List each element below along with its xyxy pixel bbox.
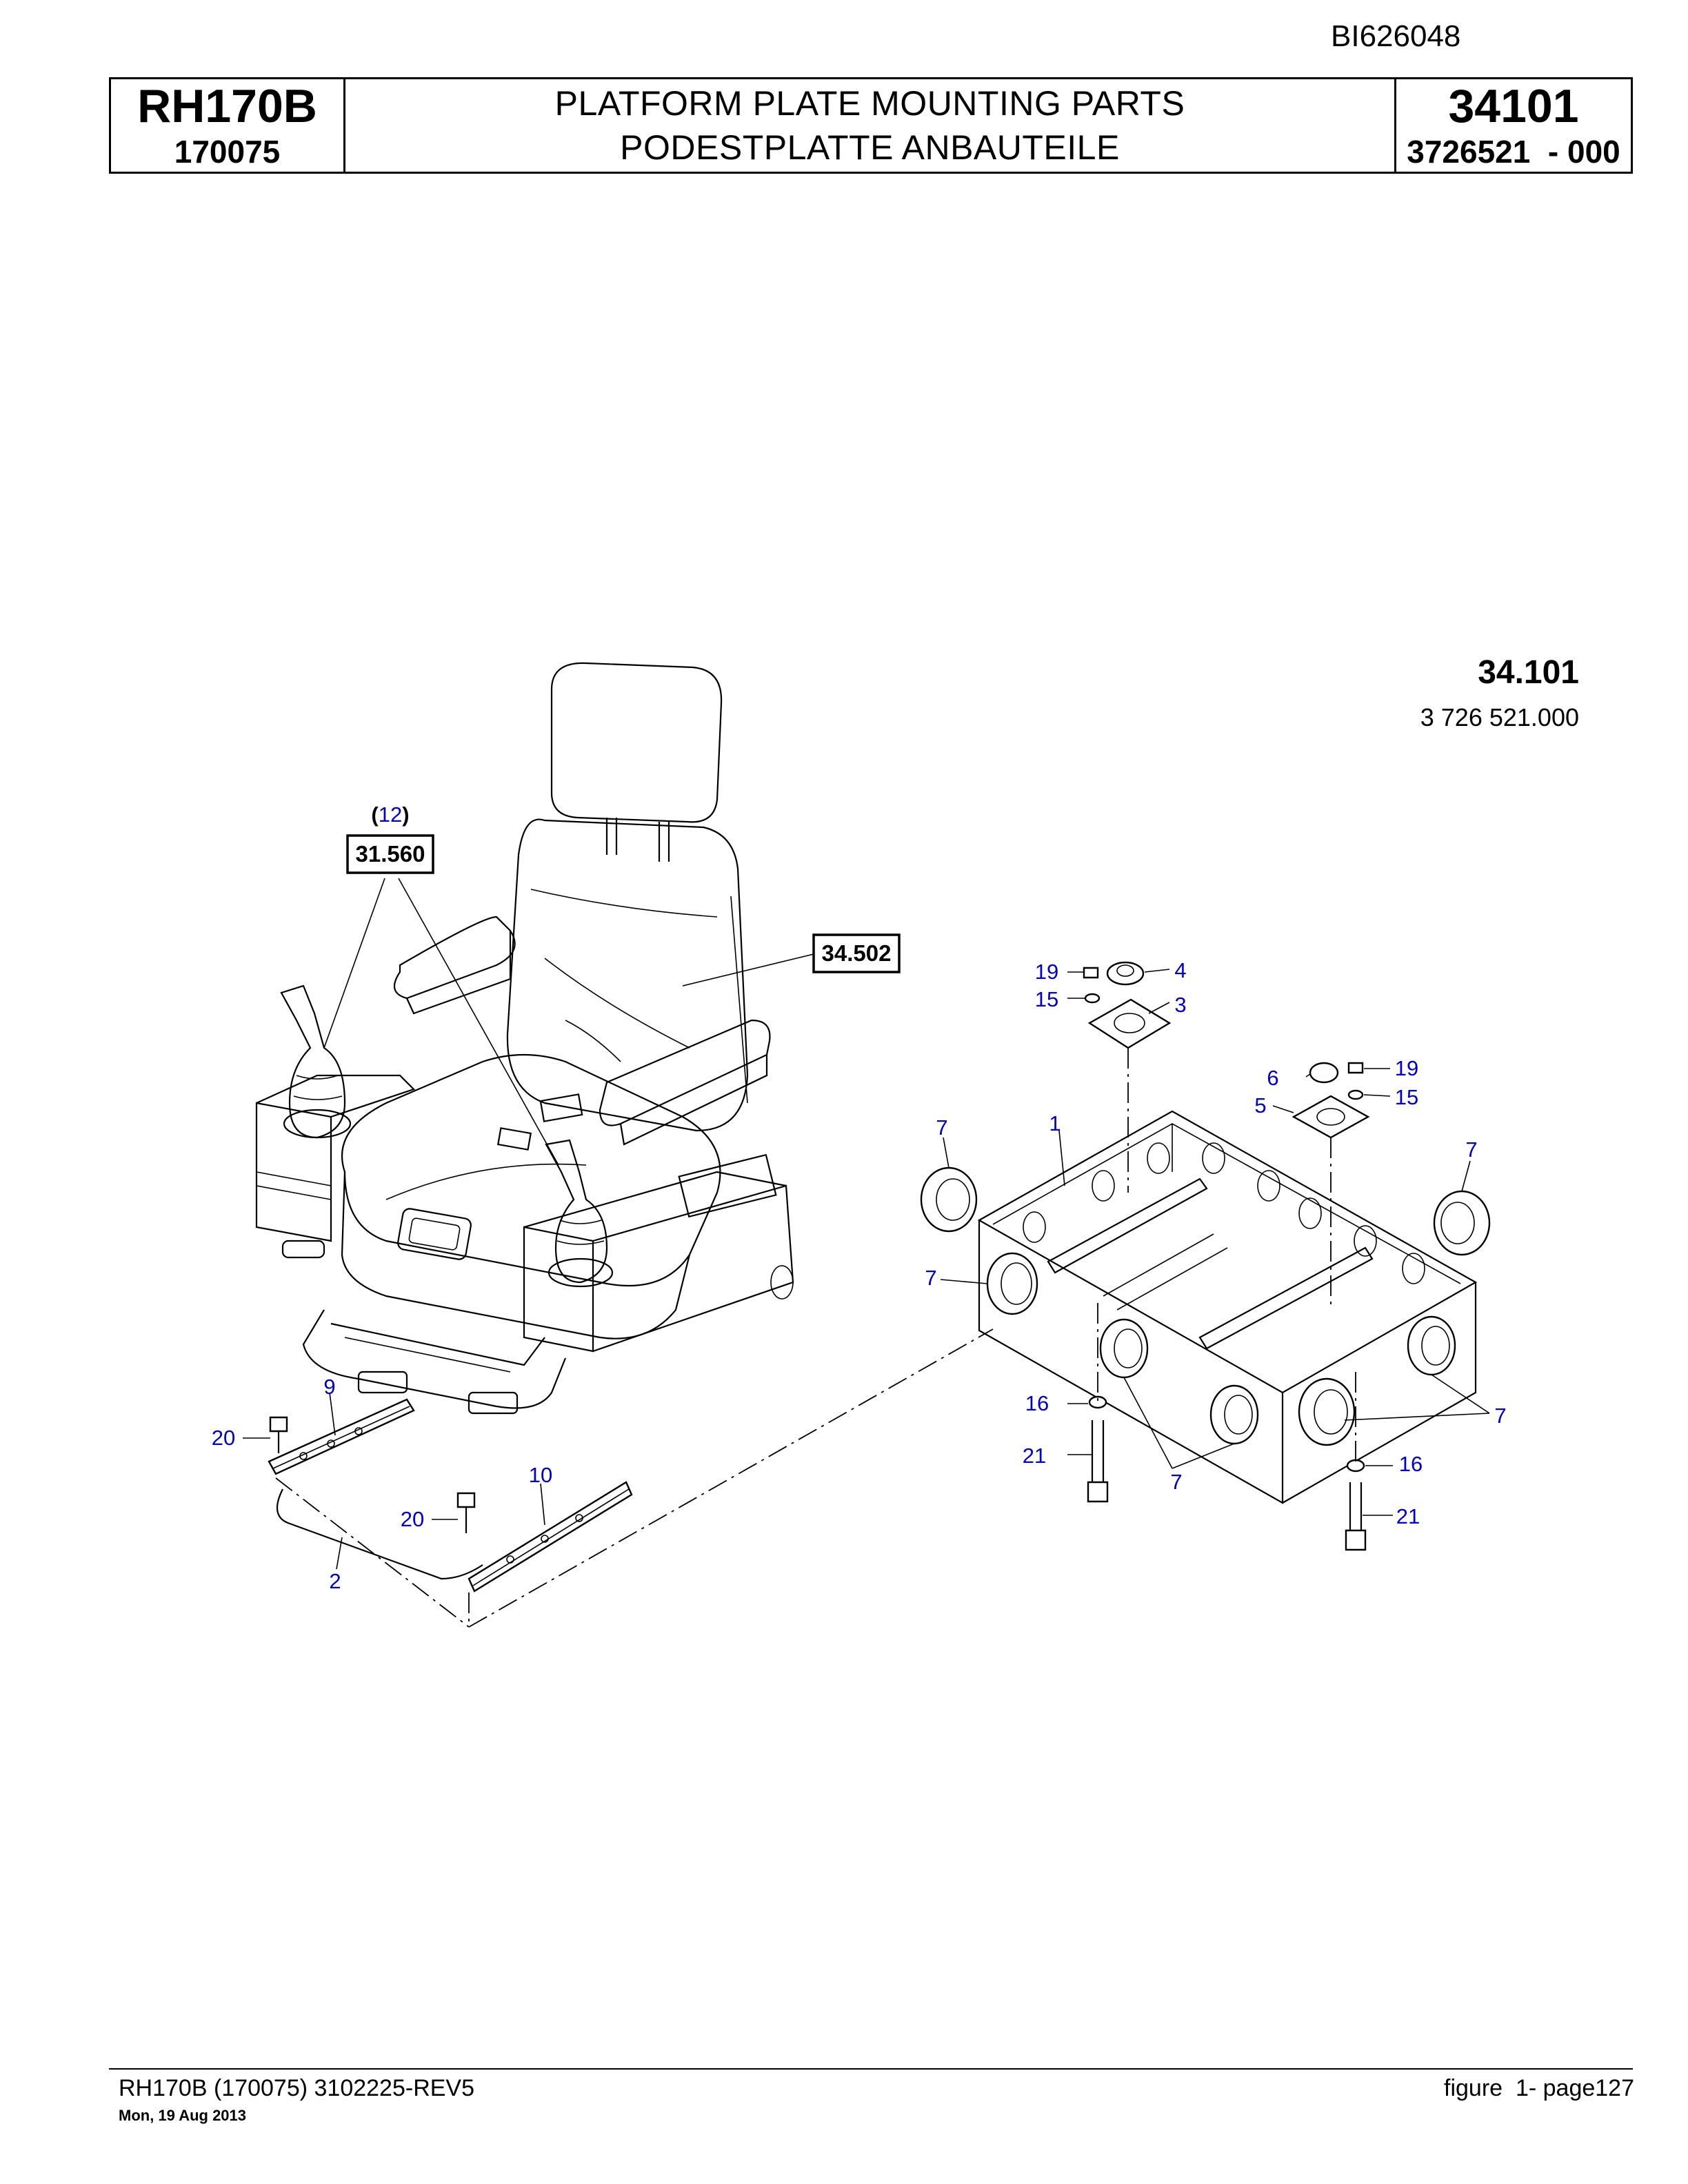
qty-close-paren: ) (402, 802, 409, 827)
alignment-lines (275, 1048, 1356, 1628)
serial-number: 170075 (174, 134, 281, 170)
callout-item-20-right: 20 (401, 1507, 424, 1531)
callout-item-16-left: 16 (1025, 1391, 1049, 1415)
ref-box-joystick-group-label: 31.560 (356, 841, 425, 867)
callout-item-3: 3 (1174, 993, 1186, 1017)
callout-item-1: 1 (1049, 1111, 1061, 1135)
document-code: BI626048 (1331, 19, 1461, 53)
group-number: 34101 (1448, 80, 1579, 132)
callout-item-21-left: 21 (1023, 1444, 1046, 1468)
callout-item-15-top: 15 (1035, 987, 1058, 1011)
callout-item-4: 4 (1174, 958, 1186, 982)
operator-seat-illustration (255, 662, 794, 1415)
figure-number: 34.101 (1478, 654, 1579, 691)
isolator-mounts (1083, 961, 1370, 1139)
callout-item-16-right: 16 (1399, 1452, 1423, 1476)
footer-doc-reference: RH170B (170075) 3102225-REV5 (119, 2075, 475, 2101)
qty-value: 12 (379, 802, 402, 827)
footer-page-reference: figure 1- page127 (1444, 2075, 1634, 2101)
callout-item-10: 10 (529, 1463, 552, 1487)
ref-box-joystick-group (346, 834, 434, 874)
callout-item-21-right: 21 (1396, 1504, 1420, 1528)
callout-item-7-front: 7 (925, 1266, 936, 1290)
callout-item-7-side: 7 (1494, 1404, 1506, 1428)
callout-item-5: 5 (1254, 1093, 1266, 1118)
item-callouts: 1 2 3 4 5 6 7 7 7 7 7 9 10 15 15 16 16 1… (212, 958, 1507, 1593)
callout-item-6: 6 (1267, 1066, 1278, 1090)
ref-box-joystick-qty: (12) (371, 802, 409, 827)
platform-box-illustration (920, 1110, 1491, 1504)
ref-box-seat-group (812, 933, 901, 973)
callout-item-7-bottom: 7 (1170, 1470, 1182, 1494)
title-german: PODESTPLATTE ANBAUTEILE (620, 128, 1120, 167)
callout-item-7-left: 7 (936, 1115, 947, 1140)
qty-open-paren: ( (371, 802, 379, 827)
callout-item-20-left: 20 (212, 1426, 235, 1450)
title-english: PLATFORM PLATE MOUNTING PARTS (554, 84, 1185, 123)
callout-item-7-right: 7 (1465, 1138, 1477, 1162)
leader-lines (243, 878, 1490, 1570)
model-name: RH170B (137, 80, 317, 132)
seat-slide-rails (268, 1398, 633, 1593)
callout-item-9: 9 (323, 1375, 335, 1399)
header-model-cell: RH170B 170075 (111, 79, 345, 172)
header-group-cell: 34101 3726521 - 000 (1396, 79, 1631, 172)
callout-item-2: 2 (329, 1569, 341, 1593)
callout-item-15-right: 15 (1395, 1085, 1418, 1109)
header-table: RH170B 170075 PLATFORM PLATE MOUNTING PA… (109, 77, 1633, 174)
mounting-bolts (1087, 1395, 1367, 1551)
figure-part-number: 3 726 521.000 (1420, 703, 1579, 731)
ref-box-seat-group-label: 34.502 (822, 940, 892, 966)
callout-item-19-top: 19 (1035, 960, 1058, 984)
callout-item-19-right: 19 (1395, 1056, 1418, 1080)
footer-date: Mon, 19 Aug 2013 (119, 2107, 247, 2124)
header-title-cell: PLATFORM PLATE MOUNTING PARTS PODESTPLAT… (345, 79, 1396, 172)
part-number: 3726521 - 000 (1407, 134, 1620, 170)
footer-rule (109, 2068, 1633, 2070)
